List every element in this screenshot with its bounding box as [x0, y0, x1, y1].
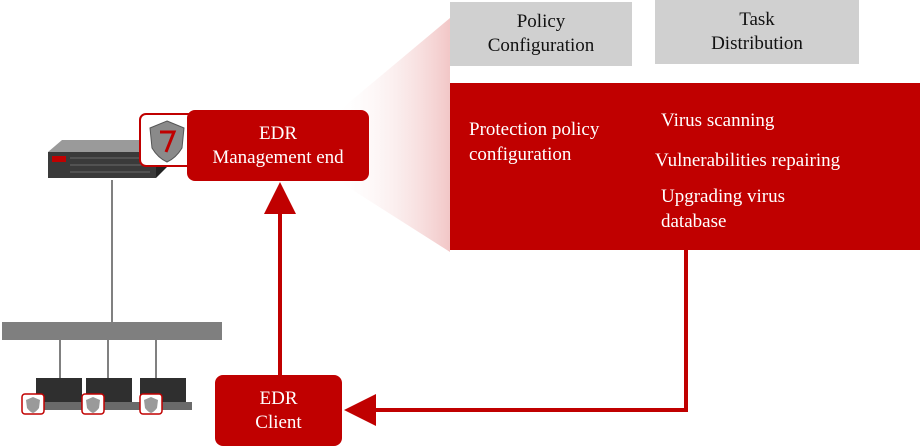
- tab-policy-line1: Policy: [516, 11, 566, 32]
- policy-detail-panel: Protection policy configuration Virus sc…: [450, 83, 920, 250]
- tab-policy-line2: Configuration: [487, 35, 595, 56]
- shield-icon: [139, 113, 195, 167]
- client-line1: EDR: [259, 387, 298, 409]
- panel-to-client-arrow: [344, 250, 688, 426]
- panel-left-line2: configuration: [469, 144, 572, 165]
- tab-policy-configuration: Policy Configuration: [450, 2, 632, 66]
- edr-client-box: EDR Client: [215, 375, 342, 446]
- laptop-icon: [21, 378, 88, 415]
- laptop-icon: [134, 378, 192, 415]
- management-line2: Management end: [212, 146, 344, 168]
- tab-task-line2: Distribution: [711, 33, 803, 54]
- panel-item-vulnerabilities: Vulnerabilities repairing: [655, 150, 841, 171]
- management-line1: EDR: [259, 122, 297, 144]
- tab-task-line1: Task: [739, 9, 775, 30]
- laptop-icon: [80, 378, 138, 415]
- panel-item-virus-scanning: Virus scanning: [661, 110, 775, 131]
- panel-left-line1: Protection policy: [469, 119, 600, 140]
- tab-task-distribution: Task Distribution: [655, 0, 859, 64]
- projection-beam: [340, 18, 450, 252]
- panel-left-text: Protection policy configuration: [469, 117, 599, 167]
- client-line2: Client: [255, 411, 302, 433]
- server-icon: [48, 140, 168, 178]
- panel-item-upgrading-line1: Upgrading virus: [661, 186, 786, 207]
- edr-management-box: EDR Management end: [187, 110, 369, 181]
- panel-item-upgrading-line2: database: [661, 211, 727, 232]
- network-bar: [2, 322, 222, 340]
